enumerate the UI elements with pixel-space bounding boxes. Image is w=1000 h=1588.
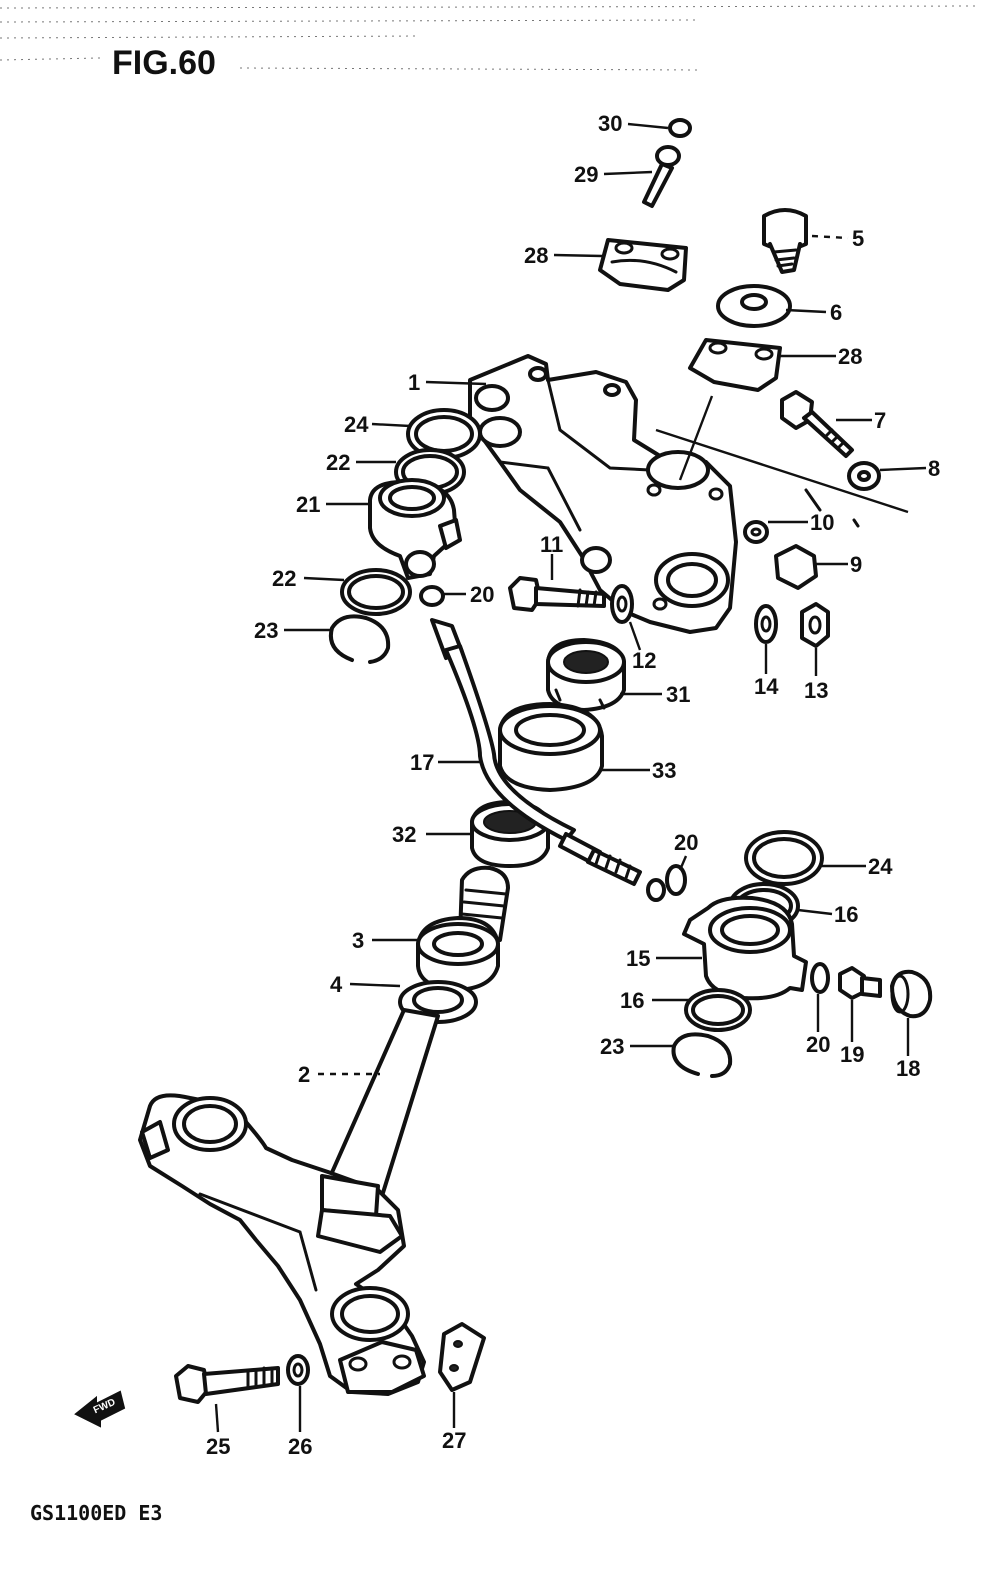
part-21-left-holder <box>368 478 462 580</box>
part-26-washer <box>286 1354 310 1386</box>
part-10-washer <box>743 520 769 544</box>
callout-22-upper: 22 <box>326 450 350 475</box>
callout-28-lower: 28 <box>838 344 862 369</box>
callout-21: 21 <box>296 492 320 517</box>
callout-23-right: 23 <box>600 1034 624 1059</box>
part-8-washer <box>847 461 881 491</box>
part-18-cap <box>890 969 933 1019</box>
part-5-bolt <box>762 208 808 274</box>
callout-22-lower: 22 <box>272 566 296 591</box>
part-20-oring-right <box>810 962 830 994</box>
callout-23-left: 23 <box>254 618 278 643</box>
part-28-lower-clamp <box>688 338 782 392</box>
callout-8: 8 <box>928 456 940 481</box>
part-24-ring-left <box>406 408 482 460</box>
reference-line <box>655 428 909 514</box>
callout-2: 2 <box>298 1062 310 1087</box>
part-11-bolt <box>508 576 606 612</box>
callout-12: 12 <box>632 648 656 673</box>
callout-33: 33 <box>652 758 676 783</box>
callout-13: 13 <box>804 678 828 703</box>
part-19-fitting <box>838 966 882 1000</box>
part-7-bolt <box>780 390 854 458</box>
part-15-right-holder <box>682 895 808 1001</box>
callout-1: 1 <box>408 370 420 395</box>
part-24-ring-right <box>744 830 824 886</box>
forward-arrow-icon: FWD <box>74 1390 126 1428</box>
model-code: GS1100ED E3 <box>30 1501 162 1525</box>
callout-24-left: 24 <box>344 412 369 437</box>
scan-noise <box>0 5 981 71</box>
callout-14: 14 <box>754 674 779 699</box>
callout-28-upper: 28 <box>524 243 548 268</box>
callout-26: 26 <box>288 1434 312 1459</box>
part-20-oring-left <box>419 585 445 607</box>
callout-16-upper: 16 <box>834 902 858 927</box>
callout-6: 6 <box>830 300 842 325</box>
part-3-bearing <box>416 865 510 992</box>
callout-20-left: 20 <box>470 582 494 607</box>
part-29-bolt <box>642 145 681 208</box>
part-25-bolt <box>174 1364 280 1404</box>
callout-15: 15 <box>626 946 650 971</box>
reference-line-2 <box>678 395 714 481</box>
part-9-cap-nut <box>774 544 818 590</box>
part-30-cap <box>668 118 692 138</box>
small-marks <box>804 488 860 528</box>
callout-5: 5 <box>852 226 864 251</box>
part-6-washer <box>716 284 792 328</box>
callout-29: 29 <box>574 162 598 187</box>
callout-18: 18 <box>896 1056 920 1081</box>
part-31-stem-nut <box>546 638 626 712</box>
callout-19: 19 <box>840 1042 864 1067</box>
callout-30: 30 <box>598 111 622 136</box>
part-33-dust-seal <box>498 702 604 792</box>
part-13-nut <box>800 602 830 648</box>
callout-4: 4 <box>330 972 343 997</box>
callout-20-middle: 20 <box>674 830 698 855</box>
callout-17: 17 <box>410 750 434 775</box>
part-14-lock-washer <box>754 604 778 644</box>
callout-31: 31 <box>666 682 690 707</box>
callout-9: 9 <box>850 552 862 577</box>
figure-title: FIG.60 <box>112 44 216 82</box>
part-20-oring-middle <box>665 864 687 896</box>
leader-lines <box>214 122 927 1433</box>
callout-20-right: 20 <box>806 1032 830 1057</box>
part-2-stem-lower-bracket <box>138 1008 440 1396</box>
part-17-brake-hose <box>430 618 666 902</box>
callout-10: 10 <box>810 510 834 535</box>
callout-24-right: 24 <box>868 854 893 879</box>
part-1-upper-bracket <box>468 354 738 634</box>
part-27-clamp <box>438 1322 486 1392</box>
part-23-circlip-right <box>671 1032 733 1078</box>
part-16-ring-right-lower <box>684 988 752 1032</box>
callout-labels: 30 29 28 5 6 28 7 8 10 9 1 24 22 21 22 2… <box>206 111 940 1459</box>
part-28-upper-clamp <box>598 238 688 292</box>
part-23-circlip-left <box>329 614 391 664</box>
callout-32: 32 <box>392 822 416 847</box>
callout-7: 7 <box>874 408 886 433</box>
callout-16-lower: 16 <box>620 988 644 1013</box>
callout-3: 3 <box>352 928 364 953</box>
callout-25: 25 <box>206 1434 230 1459</box>
part-12-washer <box>610 584 634 624</box>
part-22-ring-left-lower <box>340 568 412 616</box>
callout-27: 27 <box>442 1428 466 1453</box>
callout-11: 11 <box>540 532 563 557</box>
